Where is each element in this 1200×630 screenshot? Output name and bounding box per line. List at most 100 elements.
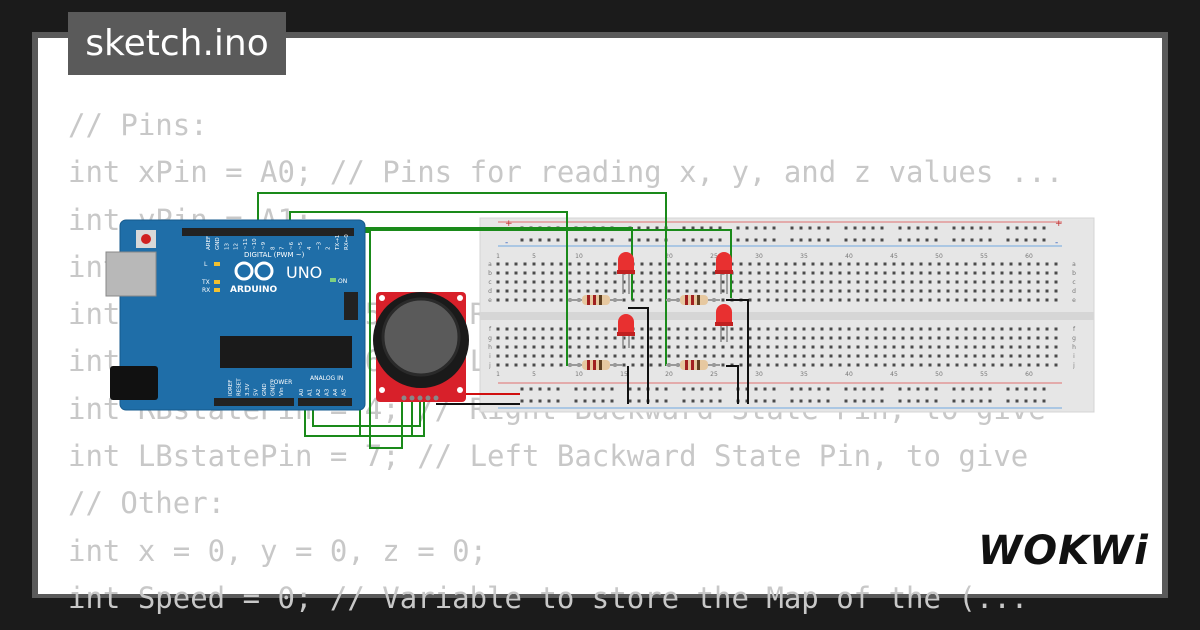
breadboard-hole xyxy=(964,363,968,367)
breadboard-hole xyxy=(622,298,626,302)
joystick-knob[interactable] xyxy=(381,297,461,377)
breadboard-hole xyxy=(1045,345,1049,349)
breadboard-hole xyxy=(1045,327,1049,331)
breadboard-hole xyxy=(952,387,956,391)
model-label: UNO xyxy=(286,263,322,282)
breadboard-hole xyxy=(856,280,860,284)
arduino-pin-label: A4 xyxy=(333,388,339,396)
breadboard-hole xyxy=(874,262,878,266)
breadboard-hole xyxy=(505,354,509,358)
breadboard-hole xyxy=(898,399,902,403)
breadboard-hole xyxy=(856,289,860,293)
breadboard-hole xyxy=(685,354,689,358)
breadboard-hole xyxy=(637,387,641,391)
breadboard-hole xyxy=(739,289,743,293)
breadboard-hole xyxy=(838,262,842,266)
breadboard-hole xyxy=(1027,298,1031,302)
breadboard-hole xyxy=(766,262,770,266)
breadboard-hole xyxy=(838,327,842,331)
breadboard-hole xyxy=(676,289,680,293)
breadboard-hole xyxy=(766,298,770,302)
breadboard-hole xyxy=(541,280,545,284)
breadboard-hole xyxy=(901,327,905,331)
breadboard-hole xyxy=(658,262,662,266)
breadboard-hole xyxy=(964,327,968,331)
breadboard-hole xyxy=(667,280,671,284)
breadboard-hole xyxy=(757,336,761,340)
breadboard-hole xyxy=(808,238,812,242)
breadboard-hole xyxy=(862,238,866,242)
breadboard-hole xyxy=(829,262,833,266)
breadboard-hole xyxy=(874,336,878,340)
breadboard-hole xyxy=(712,354,716,358)
breadboard-hole xyxy=(883,363,887,367)
breadboard-hole xyxy=(523,327,527,331)
breadboard-hole xyxy=(955,262,959,266)
breadboard-hole xyxy=(574,399,578,403)
breadboard-hole xyxy=(757,363,761,367)
breadboard-hole xyxy=(973,354,977,358)
breadboard-hole xyxy=(955,271,959,275)
breadboard-label: 45 xyxy=(890,253,898,260)
breadboard-label: h xyxy=(488,344,492,351)
breadboard-hole xyxy=(529,238,533,242)
breadboard-hole xyxy=(721,354,725,358)
breadboard-hole xyxy=(721,345,725,349)
breadboard-hole xyxy=(892,336,896,340)
breadboard-hole xyxy=(604,271,608,275)
breadboard-label: a xyxy=(1072,261,1076,268)
resistor xyxy=(568,295,622,305)
arduino-pin-label: RESET xyxy=(237,378,243,396)
breadboard-hole xyxy=(610,387,614,391)
breadboard-hole xyxy=(694,336,698,340)
breadboard-hole xyxy=(730,354,734,358)
breadboard-hole xyxy=(784,354,788,358)
breadboard-hole xyxy=(799,387,803,391)
breadboard-hole xyxy=(892,271,896,275)
breadboard-hole xyxy=(964,280,968,284)
breadboard-hole xyxy=(820,354,824,358)
breadboard-hole xyxy=(1006,387,1010,391)
breadboard-hole xyxy=(739,363,743,367)
breadboard-hole xyxy=(532,345,536,349)
breadboard-hole xyxy=(826,238,830,242)
breadboard-hole xyxy=(559,280,563,284)
breadboard-hole xyxy=(604,336,608,340)
breadboard-hole xyxy=(892,289,896,293)
breadboard-hole xyxy=(538,238,542,242)
rail-minus-label: - xyxy=(505,238,508,248)
breadboard-hole xyxy=(613,345,617,349)
breadboard-hole xyxy=(532,336,536,340)
breadboard-hole xyxy=(892,280,896,284)
breadboard-hole xyxy=(559,289,563,293)
breadboard-hole xyxy=(577,289,581,293)
breadboard-hole xyxy=(784,298,788,302)
breadboard-hole xyxy=(1018,280,1022,284)
breadboard-label: 60 xyxy=(1025,253,1033,260)
breadboard-hole xyxy=(532,289,536,293)
breadboard-hole xyxy=(559,363,563,367)
breadboard-hole xyxy=(757,280,761,284)
breadboard-hole xyxy=(793,280,797,284)
breadboard-hole xyxy=(622,363,626,367)
breadboard-hole xyxy=(919,354,923,358)
breadboard-hole xyxy=(865,354,869,358)
breadboard-hole xyxy=(820,345,824,349)
breadboard-hole xyxy=(523,363,527,367)
breadboard-hole xyxy=(718,226,722,230)
file-tab[interactable]: sketch.ino xyxy=(68,12,286,75)
breadboard-hole xyxy=(991,363,995,367)
breadboard-hole xyxy=(925,238,929,242)
wire-black xyxy=(726,365,739,404)
breadboard-hole xyxy=(610,399,614,403)
breadboard-hole xyxy=(880,387,884,391)
breadboard-hole xyxy=(568,336,572,340)
breadboard-hole xyxy=(856,327,860,331)
breadboard-hole xyxy=(709,238,713,242)
breadboard-hole xyxy=(712,262,716,266)
breadboard-hole xyxy=(928,262,932,266)
breadboard-hole xyxy=(649,280,653,284)
breadboard-hole xyxy=(577,354,581,358)
breadboard-hole xyxy=(676,354,680,358)
breadboard-hole xyxy=(955,363,959,367)
